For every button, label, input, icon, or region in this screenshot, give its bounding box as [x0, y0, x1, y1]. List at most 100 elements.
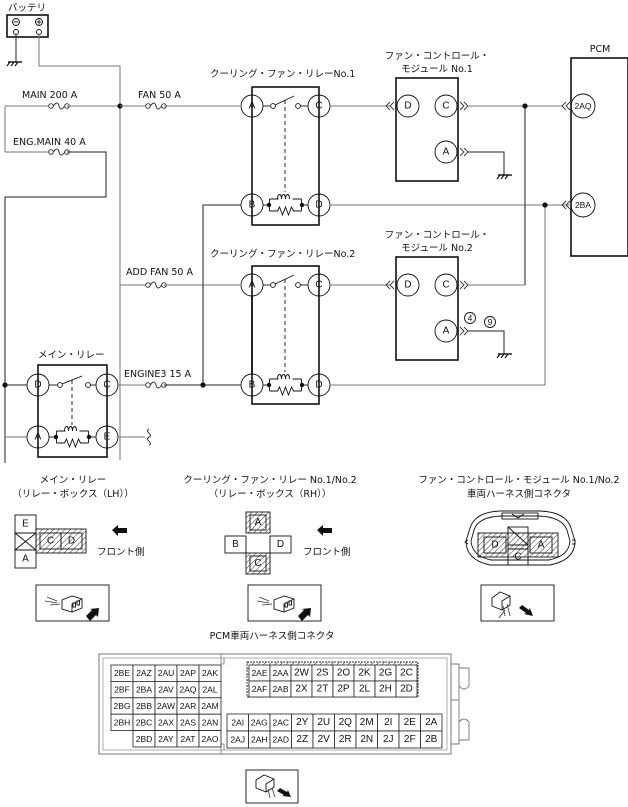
- pcm-pin-label: 2B: [425, 734, 438, 745]
- main-relay-pin-a: A: [35, 432, 42, 443]
- pcm-pin-label: 2AI: [231, 718, 244, 728]
- fcm1-pin-d: D: [404, 101, 411, 112]
- pcm-pin-label: 2AJ: [230, 735, 245, 745]
- connector-icon: [459, 101, 469, 111]
- ground-icon: [496, 174, 513, 180]
- relay1-pin-d: D: [315, 200, 322, 211]
- pcm-pin-label: 2E: [404, 717, 417, 728]
- relay1-pin-c: C: [315, 101, 322, 112]
- cf-relay-connector-title-1: クーリング・ファン・リレー No.1/No.2: [183, 474, 356, 486]
- pcm-pin-label: 2S: [316, 668, 329, 679]
- battery-label: バッテリ: [8, 3, 46, 14]
- fuse-add-fan-label: ADD FAN 50 A: [126, 267, 193, 278]
- conn-pin-c: C: [514, 552, 521, 563]
- pcm-pin-label: 2AO: [201, 734, 218, 744]
- pcm-pin-label: 2AS: [180, 717, 196, 727]
- cf-relay-connector-title-2: （リレー・ボックス（RH））: [209, 488, 332, 500]
- pcm-pin-label: 2M: [360, 717, 374, 728]
- main-relay-connector-title-1: メイン・リレー: [40, 475, 107, 486]
- marker-4: 4: [468, 313, 473, 323]
- connector-icon: [561, 101, 571, 111]
- pcm-pin-label: 2O: [337, 668, 351, 679]
- conn-pin-c: C: [254, 558, 261, 569]
- pcm-pin-label: 2W: [294, 668, 310, 679]
- connector-icon: [459, 326, 469, 336]
- conn-pin-d: D: [491, 540, 498, 551]
- pcm-pin-label: 2F: [404, 734, 416, 745]
- relay1-pin-b: B: [249, 200, 256, 211]
- pcm-pin-label: 2AT: [181, 734, 196, 744]
- conn-pin-e: E: [22, 519, 29, 530]
- conn-pin-a: A: [538, 540, 545, 551]
- pcm-pin-label: 2AD: [272, 735, 289, 745]
- pcm-pin-label: 2R: [339, 734, 352, 745]
- fuse-fan-icon: [145, 102, 167, 110]
- pcm-pin-label: 2AG: [251, 718, 268, 728]
- fuse-eng-main-icon: [48, 148, 70, 156]
- pcm-pin-label: 2L: [359, 684, 371, 695]
- fcm2-pin-c: C: [442, 280, 449, 291]
- pcm-pin-label: 2AA: [272, 668, 288, 678]
- fuse-add-fan-icon: [145, 281, 167, 289]
- fuse-engine3-label: ENGINE3 15 A: [124, 369, 192, 380]
- pcm-pin-label: 2AZ: [136, 668, 152, 678]
- pcm-pin-label: 2H: [379, 684, 392, 695]
- connector-icon: [459, 280, 469, 290]
- fuse-main-label: MAIN 200 A: [22, 90, 78, 101]
- pcm-pin-label: 2BA: [136, 685, 152, 695]
- pcm-pin-label: 2BH: [114, 717, 131, 727]
- conn-pin-d: D: [68, 536, 75, 547]
- front-label: フロント側: [97, 546, 145, 558]
- pcm-pin-label: 2P: [337, 684, 350, 695]
- connector-illustration: [35, 584, 110, 622]
- pcm-pin-label: 2A: [425, 717, 438, 728]
- pcm-pin-label: 2N: [360, 734, 373, 745]
- ground-icon: [6, 61, 23, 67]
- pcm-box: [570, 57, 628, 257]
- main-relay-connector: E A C D: [14, 514, 87, 569]
- pcm-pin-label: 2AP: [180, 668, 196, 678]
- pcm-pin-label: 2BF: [114, 685, 130, 695]
- fcm-connector-title-2: 車両ハーネス側コネクタ: [467, 488, 571, 500]
- pcm-pin-label: 2Q: [339, 717, 353, 728]
- pcm-pin-label: 2AX: [158, 717, 174, 727]
- pcm-pin-label: 2AU: [158, 668, 175, 678]
- pcm-pin-label: 2BD: [136, 734, 153, 744]
- pcm-pin-label: 2AC: [272, 718, 289, 728]
- battery: [6, 14, 49, 38]
- fcm1-pin-c: C: [442, 101, 449, 112]
- insert-arrow-icon: [277, 788, 291, 797]
- front-label: フロント側: [303, 546, 351, 558]
- pcm-pin-label: 2AV: [158, 685, 174, 695]
- pcm-pin-label: 2BB: [136, 701, 152, 711]
- pcm-cell: [395, 680, 418, 698]
- fuse-fan-label: FAN 50 A: [138, 90, 181, 101]
- pcm-pin-label: 2C: [400, 668, 413, 679]
- fuse-eng-main-label: ENG.MAIN 40 A: [13, 137, 86, 148]
- pcm-cell: [198, 730, 222, 748]
- pcm-pin-label: 2Z: [296, 734, 308, 745]
- relay2-pin-b: B: [249, 380, 256, 391]
- pcm-pin-2ba: 2BA: [575, 200, 591, 210]
- relay1-label: クーリング・ファン・リレーNo.1: [210, 68, 355, 80]
- conn-pin-a: A: [255, 517, 262, 528]
- conn-pin-b: B: [232, 539, 239, 550]
- conn-pin-a: A: [22, 554, 29, 565]
- fuse-main-icon: [48, 102, 70, 110]
- pcm-pin-label: 2AF: [252, 684, 268, 694]
- fan-control-module-connector: D A C: [464, 510, 576, 566]
- main-relay: [37, 364, 108, 458]
- pcm-pin-label: 2AM: [201, 701, 218, 711]
- connector-illustration: [245, 769, 299, 804]
- main-relay-label: メイン・リレー: [38, 350, 105, 361]
- pcm-pin-label: 2AQ: [179, 685, 196, 695]
- fcm-connector-title-1: ファン・コントロール・モジュール No.1/No.2: [418, 475, 619, 486]
- pcm-pin-label: 2I: [384, 717, 392, 728]
- pcm-pin-label: 2AE: [251, 668, 267, 678]
- pcm-pin-label: 2AH: [251, 735, 268, 745]
- connector-illustration: [247, 584, 322, 622]
- fcm1-pin-a: A: [443, 147, 450, 158]
- pcm-pin-label: 2V: [318, 734, 331, 745]
- pcm-label: PCM: [590, 44, 611, 55]
